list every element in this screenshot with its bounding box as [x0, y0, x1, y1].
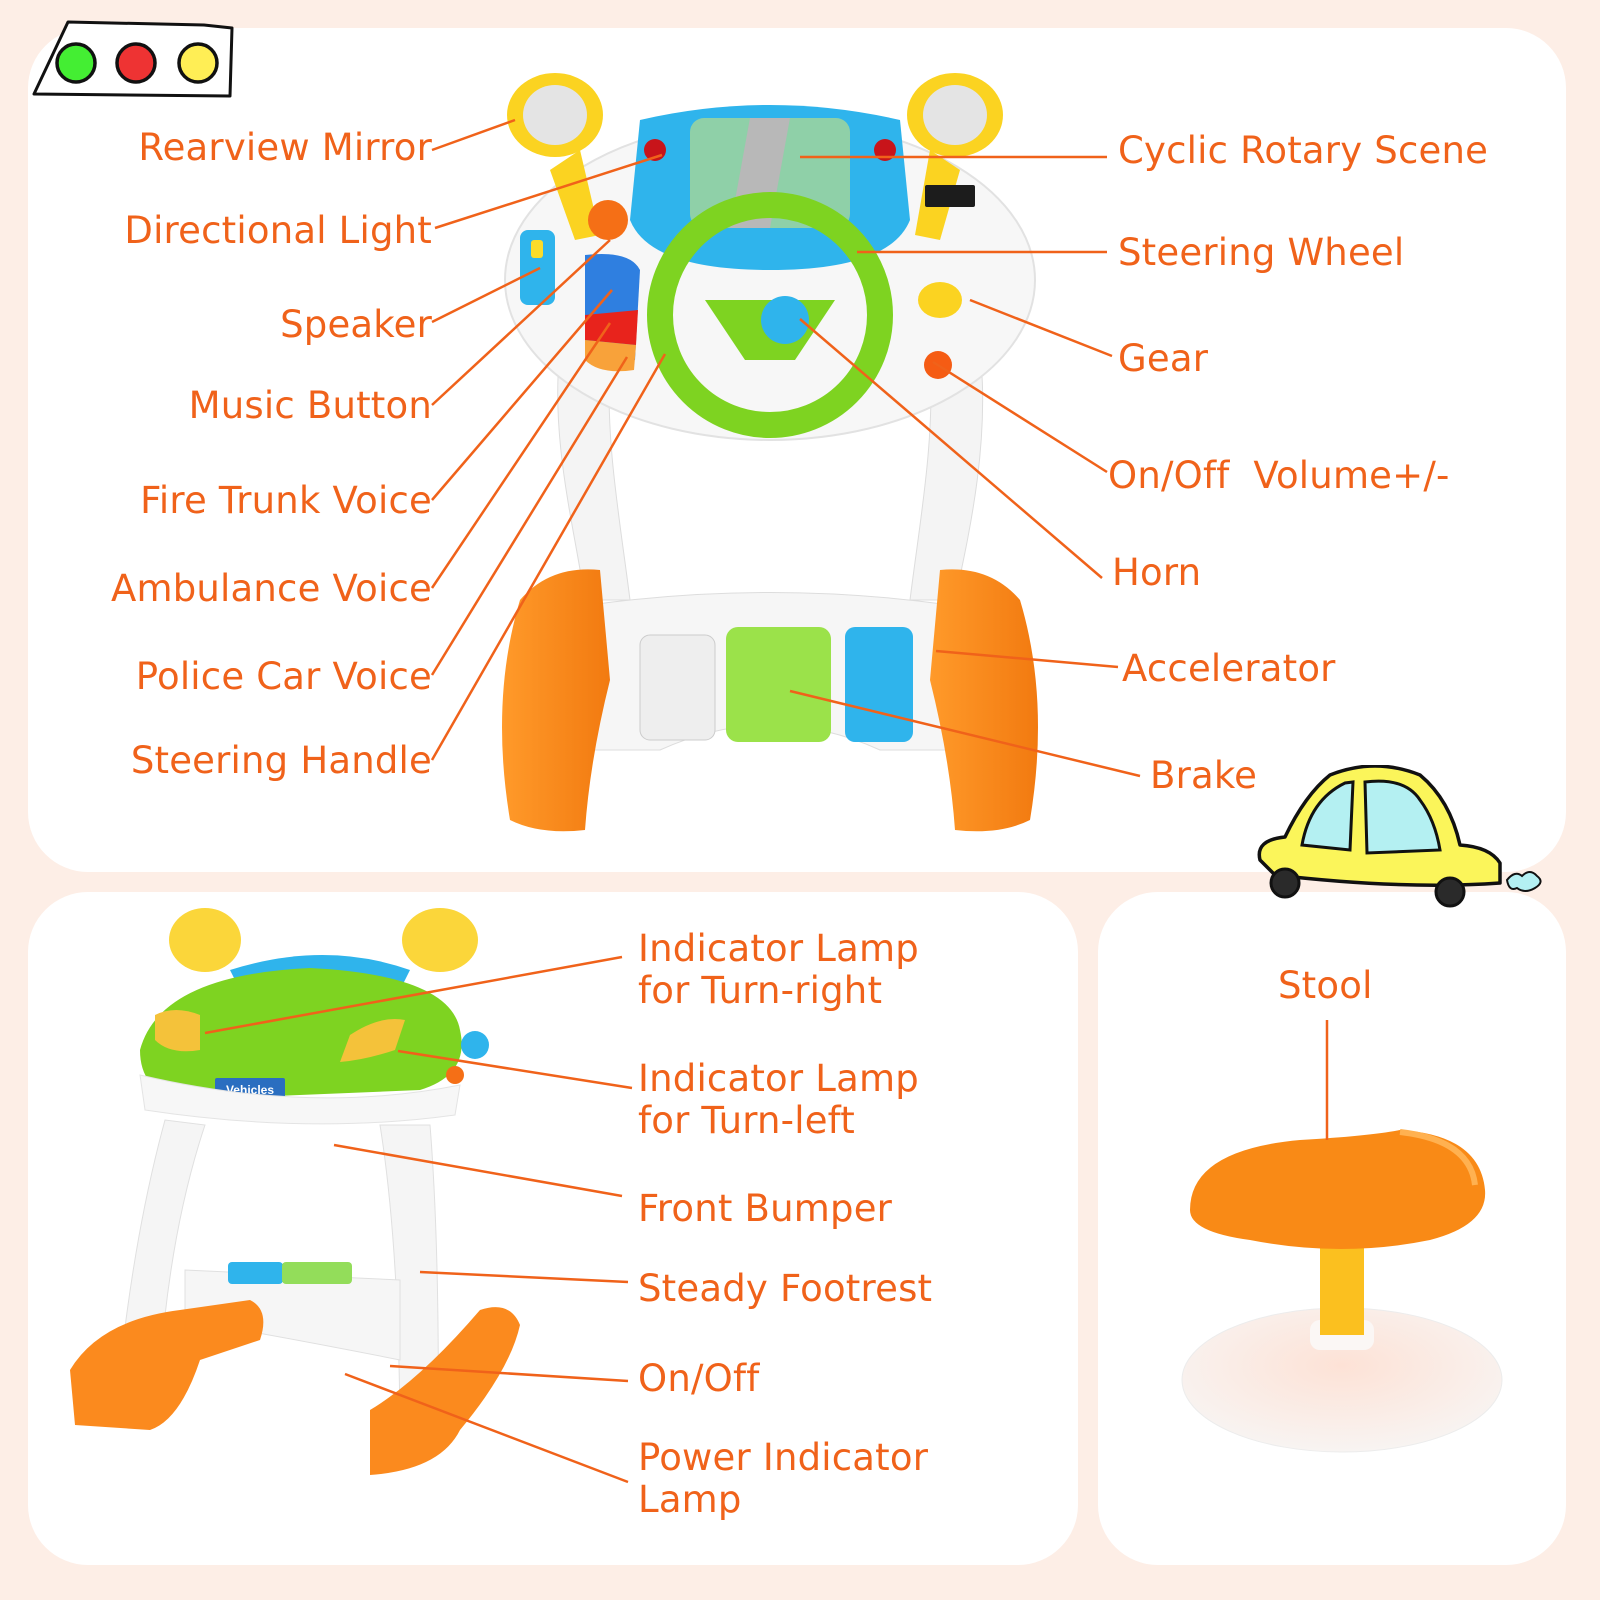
label-ambulance-voice: Ambulance Voice — [110, 567, 432, 610]
left-directional-light — [644, 139, 666, 161]
label-police-car-voice: Police Car Voice — [135, 655, 432, 698]
label-indicator-turn-right: Indicator Lamp for Turn-right — [638, 927, 919, 1012]
label-power-indicator-lamp: Power Indicator Lamp — [638, 1436, 929, 1521]
ride-on-dashboard-toy-image — [502, 73, 1038, 832]
label-indicator-turn-left: Indicator Lamp for Turn-left — [638, 1057, 919, 1142]
red-light — [115, 42, 157, 84]
brake-pedal — [726, 627, 831, 742]
label-stool: Stool — [1278, 964, 1373, 1007]
green-light — [55, 42, 97, 84]
label-on-off-volume: On/Off Volume+/- — [1108, 454, 1450, 497]
horn-button — [761, 296, 809, 344]
label-accelerator: Accelerator — [1122, 647, 1336, 690]
side-view-toy-image: Vehicles — [70, 908, 520, 1475]
label-music-button: Music Button — [188, 384, 432, 427]
label-brake: Brake — [1150, 754, 1258, 797]
turn-right-lamp — [155, 1010, 200, 1052]
cartoon-car-icon — [1257, 765, 1542, 908]
label-rearview-mirror: Rearview Mirror — [138, 126, 432, 169]
label-steering-wheel: Steering Wheel — [1118, 231, 1405, 274]
label-front-bumper: Front Bumper — [638, 1187, 893, 1230]
stool-post — [1320, 1235, 1364, 1335]
traffic-light-icon — [32, 20, 234, 98]
label-gear: Gear — [1118, 337, 1209, 380]
label-directional-light: Directional Light — [124, 209, 432, 252]
label-speaker: Speaker — [280, 303, 432, 346]
label-steering-handle: Steering Handle — [130, 739, 432, 782]
label-on-off: On/Off — [638, 1357, 760, 1400]
stool-seat — [1190, 1130, 1486, 1249]
stool-image — [1181, 1129, 1503, 1453]
music-button — [588, 200, 628, 240]
yellow-light — [177, 42, 219, 84]
accelerator-pedal — [845, 627, 913, 742]
right-directional-light — [874, 139, 896, 161]
volume-knob — [924, 351, 952, 379]
gear-knob — [918, 282, 962, 318]
label-fire-trunk-voice: Fire Trunk Voice — [140, 479, 432, 522]
label-cyclic-rotary-scene: Cyclic Rotary Scene — [1118, 129, 1489, 172]
label-steady-footrest: Steady Footrest — [638, 1267, 933, 1310]
label-horn: Horn — [1112, 551, 1202, 594]
